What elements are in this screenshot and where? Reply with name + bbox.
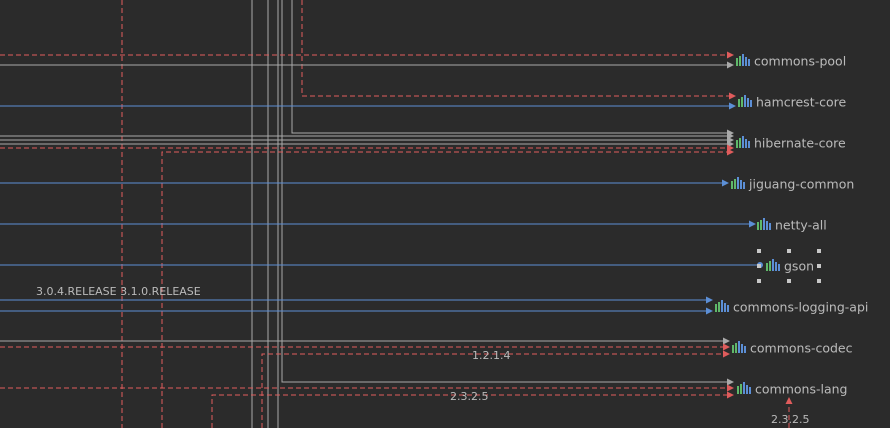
arrow-head (722, 179, 729, 187)
edge-label-layer: 3.0.4.RELEASE 3.1.0.RELEASE 1.2.1.4 2.3.2.… (36, 285, 809, 426)
node-label: commons-pool (754, 54, 846, 69)
module-library-icon (731, 177, 745, 189)
edge-to-hibernate-core[interactable] (291, 0, 732, 134)
resize-handle[interactable] (787, 249, 791, 253)
node-commons-codec[interactable]: commons-codec (732, 341, 853, 356)
node-netty-all[interactable]: netty-all (757, 218, 827, 233)
arrow-head (749, 220, 756, 228)
arrow-head (785, 397, 793, 404)
node-label: commons-codec (750, 341, 853, 356)
arrow-head (706, 307, 713, 315)
resize-handle[interactable] (817, 279, 821, 283)
edge-to-commons-lang-red[interactable] (211, 394, 732, 428)
node-hibernate-core[interactable]: hibernate-core (736, 136, 846, 151)
arrow-head (727, 51, 734, 59)
node-jiguang-common[interactable]: jiguang-common (731, 177, 854, 192)
node-commons-pool[interactable]: commons-pool (736, 54, 846, 69)
node-label: commons-lang (755, 382, 847, 397)
node-commons-lang[interactable]: commons-lang (737, 382, 847, 397)
node-label: hibernate-core (754, 136, 846, 151)
edge-to-hibernate-core-red[interactable] (161, 151, 732, 428)
node-label: netty-all (775, 218, 827, 233)
arrow-head (727, 391, 734, 399)
arrow-head (723, 337, 730, 345)
node-gson[interactable]: gson (757, 249, 821, 283)
arrow-head (727, 384, 734, 392)
module-library-icon (732, 341, 746, 353)
edge-layer (0, 0, 793, 428)
edge-to-commons-codec[interactable] (261, 353, 728, 428)
arrow-head (729, 102, 736, 110)
resize-handle[interactable] (757, 279, 761, 283)
edge-to-hamcrest-core[interactable] (301, 0, 734, 97)
module-library-icon (757, 218, 771, 230)
edge-label-lang-versions: 2.3.2.5 (450, 390, 488, 403)
node-label: gson (784, 259, 814, 274)
resize-handle[interactable] (757, 249, 761, 253)
module-library-icon (738, 95, 752, 107)
module-library-icon (766, 259, 780, 271)
selection-handles[interactable] (757, 249, 821, 283)
arrow-head (706, 296, 713, 304)
arrow-head (727, 378, 734, 386)
arrow-head (723, 350, 730, 358)
resize-handle[interactable] (757, 264, 761, 268)
module-library-icon (736, 136, 750, 148)
resize-handle[interactable] (817, 264, 821, 268)
node-commons-logging-api[interactable]: commons-logging-api (715, 300, 868, 315)
edge-label-logging-api-versions: 3.0.4.RELEASE 3.1.0.RELEASE (36, 285, 201, 298)
node-label: jiguang-common (748, 177, 854, 192)
module-library-icon (736, 54, 750, 66)
module-library-icon (737, 382, 751, 394)
arrow-head (727, 61, 734, 69)
edge-label-codec-versions: 1.2.1.4 (472, 349, 510, 362)
module-library-icon (715, 300, 729, 312)
node-layer: commons-pool hamcrest-core hibernate-core j… (715, 54, 868, 397)
node-label: commons-logging-api (733, 300, 868, 315)
edge-to-commons-lang[interactable] (281, 0, 732, 383)
resize-handle[interactable] (817, 249, 821, 253)
arrow-head (723, 343, 730, 351)
node-label: hamcrest-core (756, 95, 846, 110)
arrow-head (727, 148, 734, 156)
resize-handle[interactable] (787, 279, 791, 283)
node-hamcrest-core[interactable]: hamcrest-core (738, 95, 846, 110)
edge-label-bottom-versions: 2.3.2.5 (771, 413, 809, 426)
arrow-head (729, 92, 736, 100)
